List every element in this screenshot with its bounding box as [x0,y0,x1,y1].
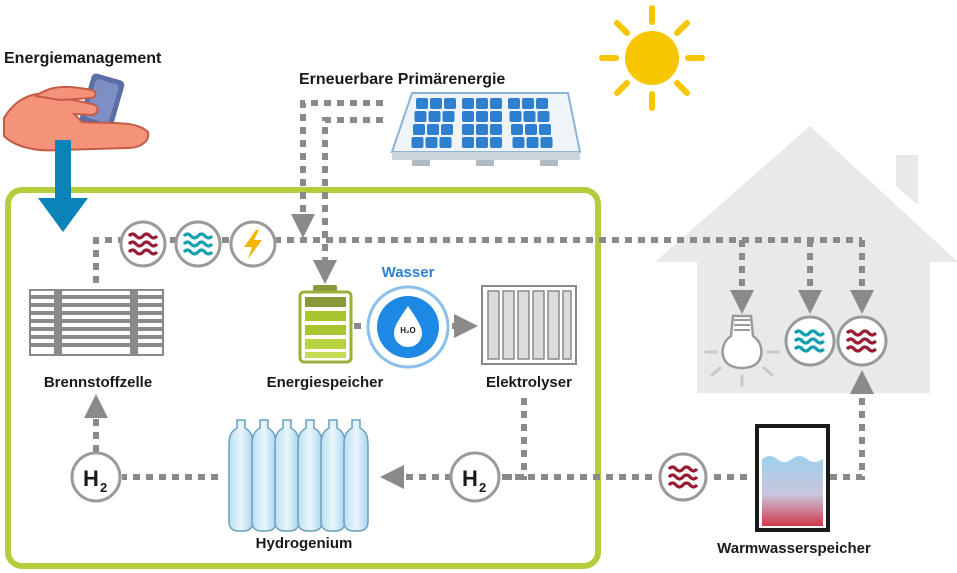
solar-cell [430,98,442,109]
hydrogen-cylinder [274,419,300,532]
heat-wave-house-icon [836,315,888,367]
hot-water-tank-icon [755,424,830,532]
label-energy-storage: Energiespeicher [267,374,384,391]
h2-circle-left: H 2 [70,451,122,503]
h2-circle-right: H 2 [449,451,501,503]
solar-cell [439,137,452,148]
solar-cell [536,98,548,109]
label-electrolyser: Elektrolyser [486,374,572,391]
solar-cell [413,124,425,135]
solar-cell [427,124,439,135]
solar-cell [512,137,525,148]
solar-cell [537,111,550,122]
label-hydrogen: Hydrogenium [256,535,353,552]
solar-cell [526,137,539,148]
solar-cell [462,137,474,148]
solar-cell [539,124,551,135]
solar-cell [509,111,522,122]
solar-panel-icon [390,92,582,166]
fuel-cell-icon [29,289,164,356]
water-drop-icon [366,285,450,369]
electrolyser-icon [481,285,577,365]
hydrogen-cylinder [251,419,277,532]
control-arrow [38,140,88,232]
heat-wave-icon [119,220,167,268]
lightning-icon [229,220,277,268]
solar-cell [522,98,534,109]
solar-cell [462,111,474,122]
solar-cell [441,124,453,135]
flow-lines [84,100,874,489]
solar-cell [444,98,456,109]
hand-phone-icon [3,73,150,152]
solar-cell [523,111,536,122]
solar-cell [476,98,488,109]
solar-cell [490,98,502,109]
solar-cell [476,111,488,122]
hydrogen-tanks-icon [228,419,369,532]
hydrogen-cylinder [228,419,254,532]
solar-cell [476,124,488,135]
solar-cell [411,137,424,148]
label-renewable-energy: Erneuerbare Primärenergie [299,71,505,88]
solar-cell [525,124,537,135]
hydrogen-cylinder [320,419,346,532]
solar-cell [425,137,438,148]
label-fuel-cell: Brennstoffzelle [44,374,152,391]
hydrogen-cylinder [343,419,369,532]
heat-wave-warmwater-icon [658,452,708,502]
solar-cell [442,111,455,122]
label-h2o: H₂O [400,326,416,335]
label-energy-management: Energiemanagement [4,50,162,67]
solar-cell [414,111,427,122]
svg-text:H: H [83,466,99,491]
solar-cell [511,124,523,135]
solar-cell [490,137,502,148]
light-bulb-icon [704,314,780,387]
system-boundary [5,187,601,569]
solar-cell [428,111,441,122]
svg-text:2: 2 [100,480,107,495]
solar-cell [476,137,488,148]
solar-cell [462,98,474,109]
solar-cell [490,111,502,122]
hydrogen-cylinder [297,419,323,532]
battery-icon [298,285,353,364]
solar-cell [462,124,474,135]
solar-cell [508,98,520,109]
cold-wave-icon [174,220,222,268]
solar-cell [416,98,428,109]
svg-text:H: H [462,466,478,491]
solar-cell [540,137,553,148]
label-hot-water-storage: Warmwasserspeicher [717,540,871,557]
svg-text:2: 2 [479,480,486,495]
cold-wave-house-icon [784,315,836,367]
solar-cell [490,124,502,135]
label-water: Wasser [382,264,435,281]
sun-icon [599,5,705,111]
